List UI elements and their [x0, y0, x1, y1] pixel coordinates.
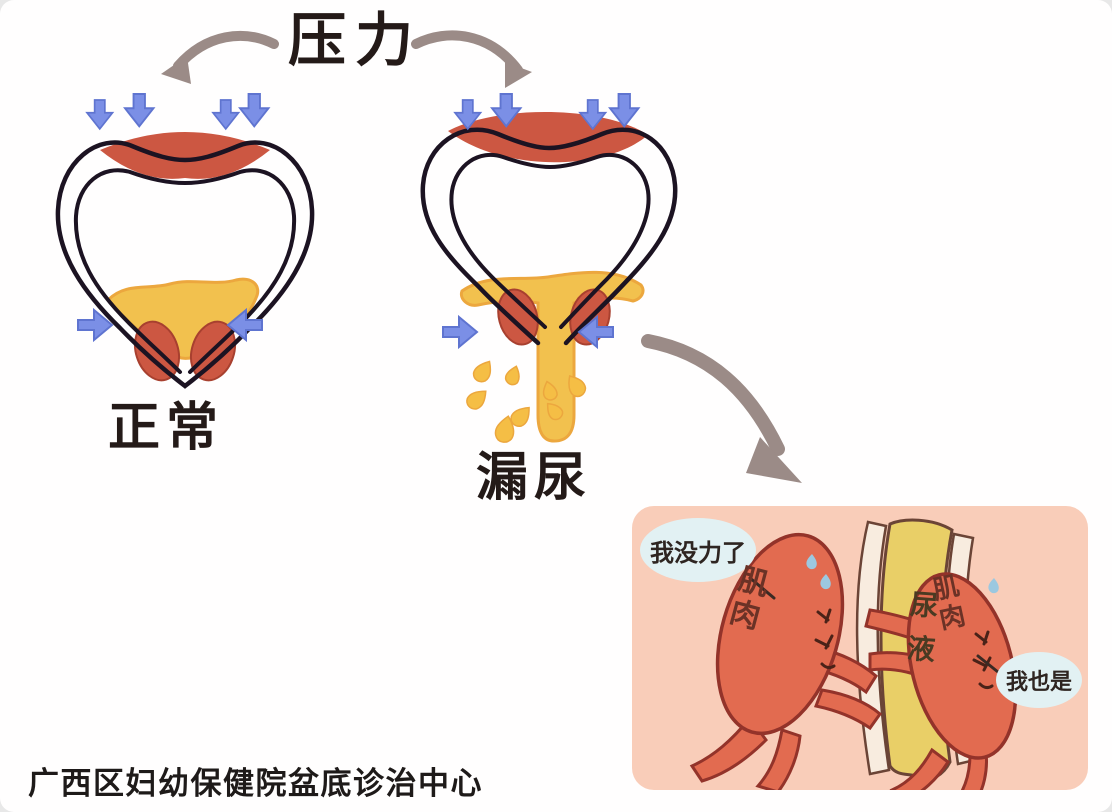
strained-face — [814, 608, 836, 670]
speech-bubble-right-text: 我也是 — [1005, 669, 1072, 694]
normal-bladder-diagram — [55, 93, 315, 389]
sweat-drops — [988, 578, 999, 594]
inset-pointer-arrow-icon — [641, 334, 802, 483]
label-leak: 漏尿 — [476, 449, 593, 507]
bladder-outer-wall — [55, 140, 315, 389]
speech-bubble-left: 我没力了 — [640, 518, 756, 582]
bubble-pointer-right — [976, 654, 1000, 674]
label-normal: 正常 — [108, 399, 225, 457]
bladder-top-muscle — [448, 111, 648, 163]
bladder-inner-wall — [73, 168, 297, 374]
sweat-drops — [806, 554, 831, 590]
bubble-pointer-left — [748, 576, 776, 600]
left-muscle-character — [689, 532, 883, 790]
pressure-title: 压力 — [288, 8, 423, 73]
speech-bubble-right: 我也是 — [996, 652, 1082, 708]
strained-face — [972, 630, 994, 690]
urine-droplets — [466, 360, 587, 443]
pressure-arrow-left-icon — [161, 30, 279, 84]
muscles-cartoon — [689, 518, 1018, 790]
pressure-arrow-right-icon — [411, 30, 532, 88]
right-muscle-character — [864, 572, 1018, 790]
pressure-down-arrows — [453, 93, 641, 131]
bladder-inner-wall — [449, 153, 651, 329]
squeeze-arrows — [442, 314, 614, 350]
leaking-bladder-diagram — [420, 93, 678, 443]
bladder-outer-wall — [420, 127, 678, 346]
pressure-down-arrows — [85, 93, 271, 131]
squeeze-arrows — [77, 307, 263, 343]
bladder-top-muscle — [100, 132, 270, 179]
inset-cartoon-panel: 我没力了 我也是 肌肉 尿液 肌肉 — [632, 506, 1088, 790]
footer-credit: 广西区妇幼保健院盆底诊治中心 — [28, 766, 483, 801]
speech-bubble-left-text: 我没力了 — [650, 539, 746, 567]
